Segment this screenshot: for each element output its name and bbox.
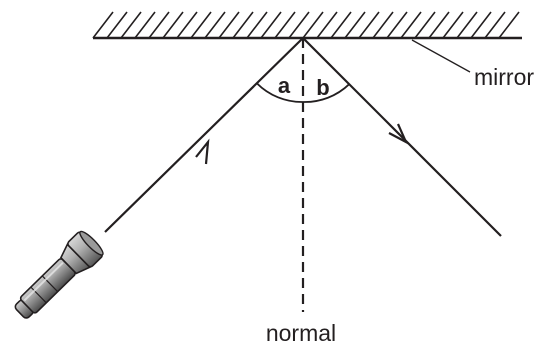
mirror-hatch-line <box>358 11 380 39</box>
mirror-hatch-line <box>428 11 450 39</box>
mirror-hatch-line <box>274 11 296 39</box>
mirror-hatch-line <box>400 11 422 39</box>
mirror-hatch-line <box>190 11 212 39</box>
mirror-hatch-line <box>260 11 282 39</box>
mirror-hatch-line <box>330 11 352 39</box>
mirror-hatch-line <box>344 11 366 39</box>
mirror-hatch-line <box>302 11 324 39</box>
reflected-ray-arrow <box>388 123 409 145</box>
angle-arc-a <box>256 82 304 103</box>
mirror-hatch-line <box>246 11 268 39</box>
mirror-hatch-line <box>106 11 128 39</box>
mirror-label: mirror <box>474 64 534 90</box>
mirror-hatch-line <box>498 11 520 39</box>
normal-label: normal <box>266 320 336 346</box>
angle-label-b: b <box>316 75 329 100</box>
angle-label-a: a <box>278 73 291 98</box>
mirror-hatch-line <box>218 11 240 39</box>
mirror-hatching <box>92 11 520 39</box>
incident-ray-arrow <box>195 138 210 165</box>
reflected-ray <box>302 37 502 237</box>
incident-ray <box>104 37 304 233</box>
mirror-hatch-line <box>414 11 436 39</box>
mirror-hatch-line <box>232 11 254 39</box>
mirror-hatch-line <box>92 11 114 39</box>
mirror-hatch-line <box>372 11 394 39</box>
mirror-leader-line <box>411 39 471 73</box>
mirror-hatch-line <box>120 11 142 39</box>
mirror-hatch-line <box>288 11 310 39</box>
mirror-hatch-line <box>176 11 198 39</box>
angle-arc-b <box>302 83 350 103</box>
mirror-hatch-line <box>386 11 408 39</box>
mirror-hatch-line <box>456 11 478 39</box>
mirror <box>92 11 522 40</box>
mirror-hatch-line <box>484 11 506 39</box>
torch-icon <box>14 230 104 319</box>
mirror-hatch-line <box>148 11 170 39</box>
mirror-hatch-line <box>204 11 226 39</box>
mirror-hatch-line <box>470 11 492 39</box>
mirror-hatch-line <box>162 11 184 39</box>
mirror-hatch-line <box>134 11 156 39</box>
mirror-hatch-line <box>442 11 464 39</box>
mirror-hatch-line <box>316 11 338 39</box>
